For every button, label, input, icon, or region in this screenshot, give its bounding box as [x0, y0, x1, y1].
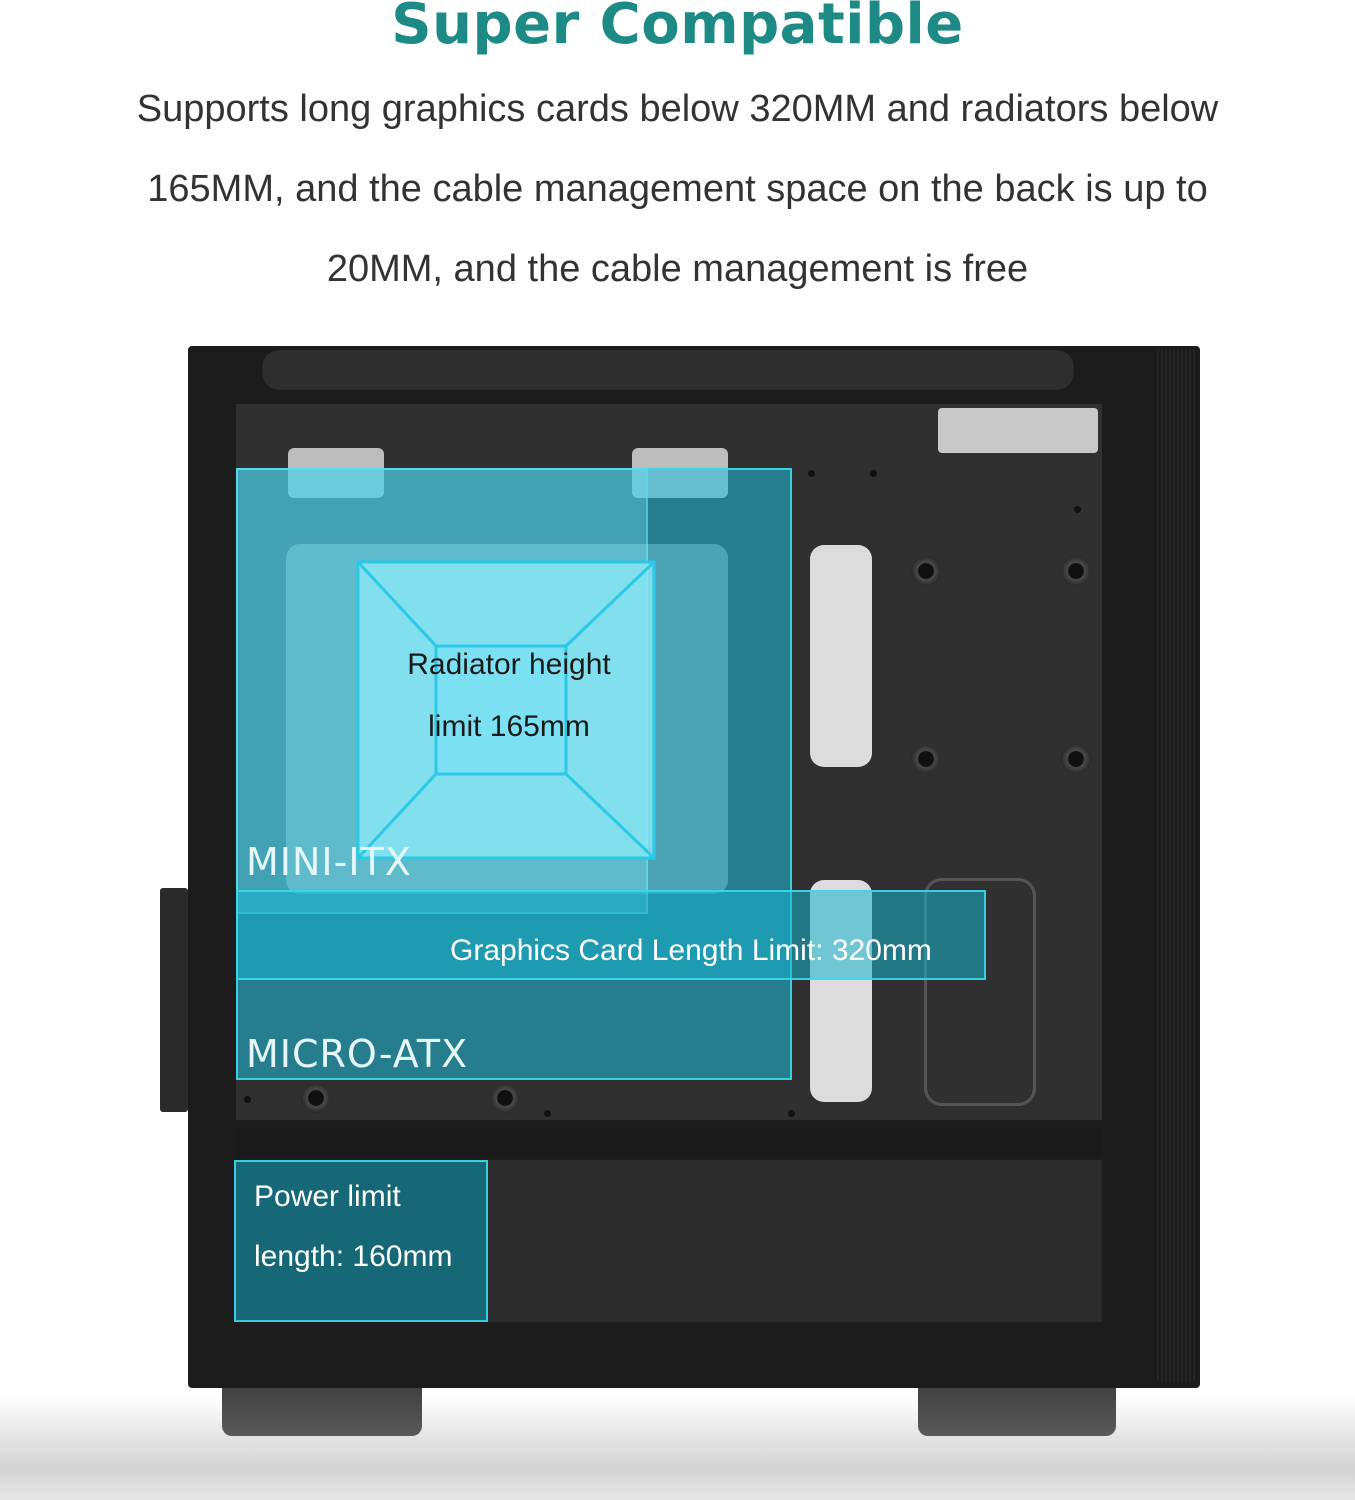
power-supply-zone	[234, 1160, 488, 1322]
standoff	[1061, 744, 1091, 774]
power-label-line-1: Power limit	[254, 1180, 401, 1213]
radiator-label-line-1: Radiator height	[407, 648, 611, 681]
mount-hole	[244, 1096, 251, 1103]
standoff	[1061, 556, 1091, 586]
standoff	[301, 1083, 331, 1113]
description-line-1: Supports long graphics cards below 320MM…	[136, 88, 1219, 130]
graphics-card-label: Graphics Card Length Limit: 320mm	[450, 934, 932, 967]
description-line-2: 165MM, and the cable management space on…	[147, 168, 1208, 210]
radiator-label-line-2: limit 165mm	[428, 710, 590, 743]
mount-hole	[870, 470, 877, 477]
mini-itx-label: MINI-ITX	[246, 840, 412, 884]
standoff	[911, 744, 941, 774]
floor-shadow	[0, 1395, 1355, 1500]
standoff	[490, 1083, 520, 1113]
mount-hole	[788, 1110, 795, 1117]
headline-title: Super Compatible	[391, 0, 964, 57]
radiator-zone	[356, 560, 656, 860]
mount-hole	[1074, 506, 1081, 513]
rear-io-bracket	[160, 888, 188, 1112]
standoff	[911, 556, 941, 586]
psu-shroud-edge	[236, 1128, 1102, 1158]
description-line-3: 20MM, and the cable management is free	[326, 248, 1029, 290]
mount-hole	[544, 1110, 551, 1117]
front-mesh-panel	[1155, 350, 1197, 1382]
case-top-handle	[262, 350, 1074, 390]
cable-slot-upper	[810, 545, 872, 767]
mount-hole	[808, 470, 815, 477]
micro-atx-label: MICRO-ATX	[246, 1032, 469, 1076]
cable-route-cutout	[924, 878, 1036, 1106]
graphics-card-zone	[236, 890, 986, 980]
psu-chamber	[488, 1160, 1102, 1322]
power-label-line-2: length: 160mm	[254, 1240, 453, 1273]
drive-bracket	[938, 408, 1098, 453]
